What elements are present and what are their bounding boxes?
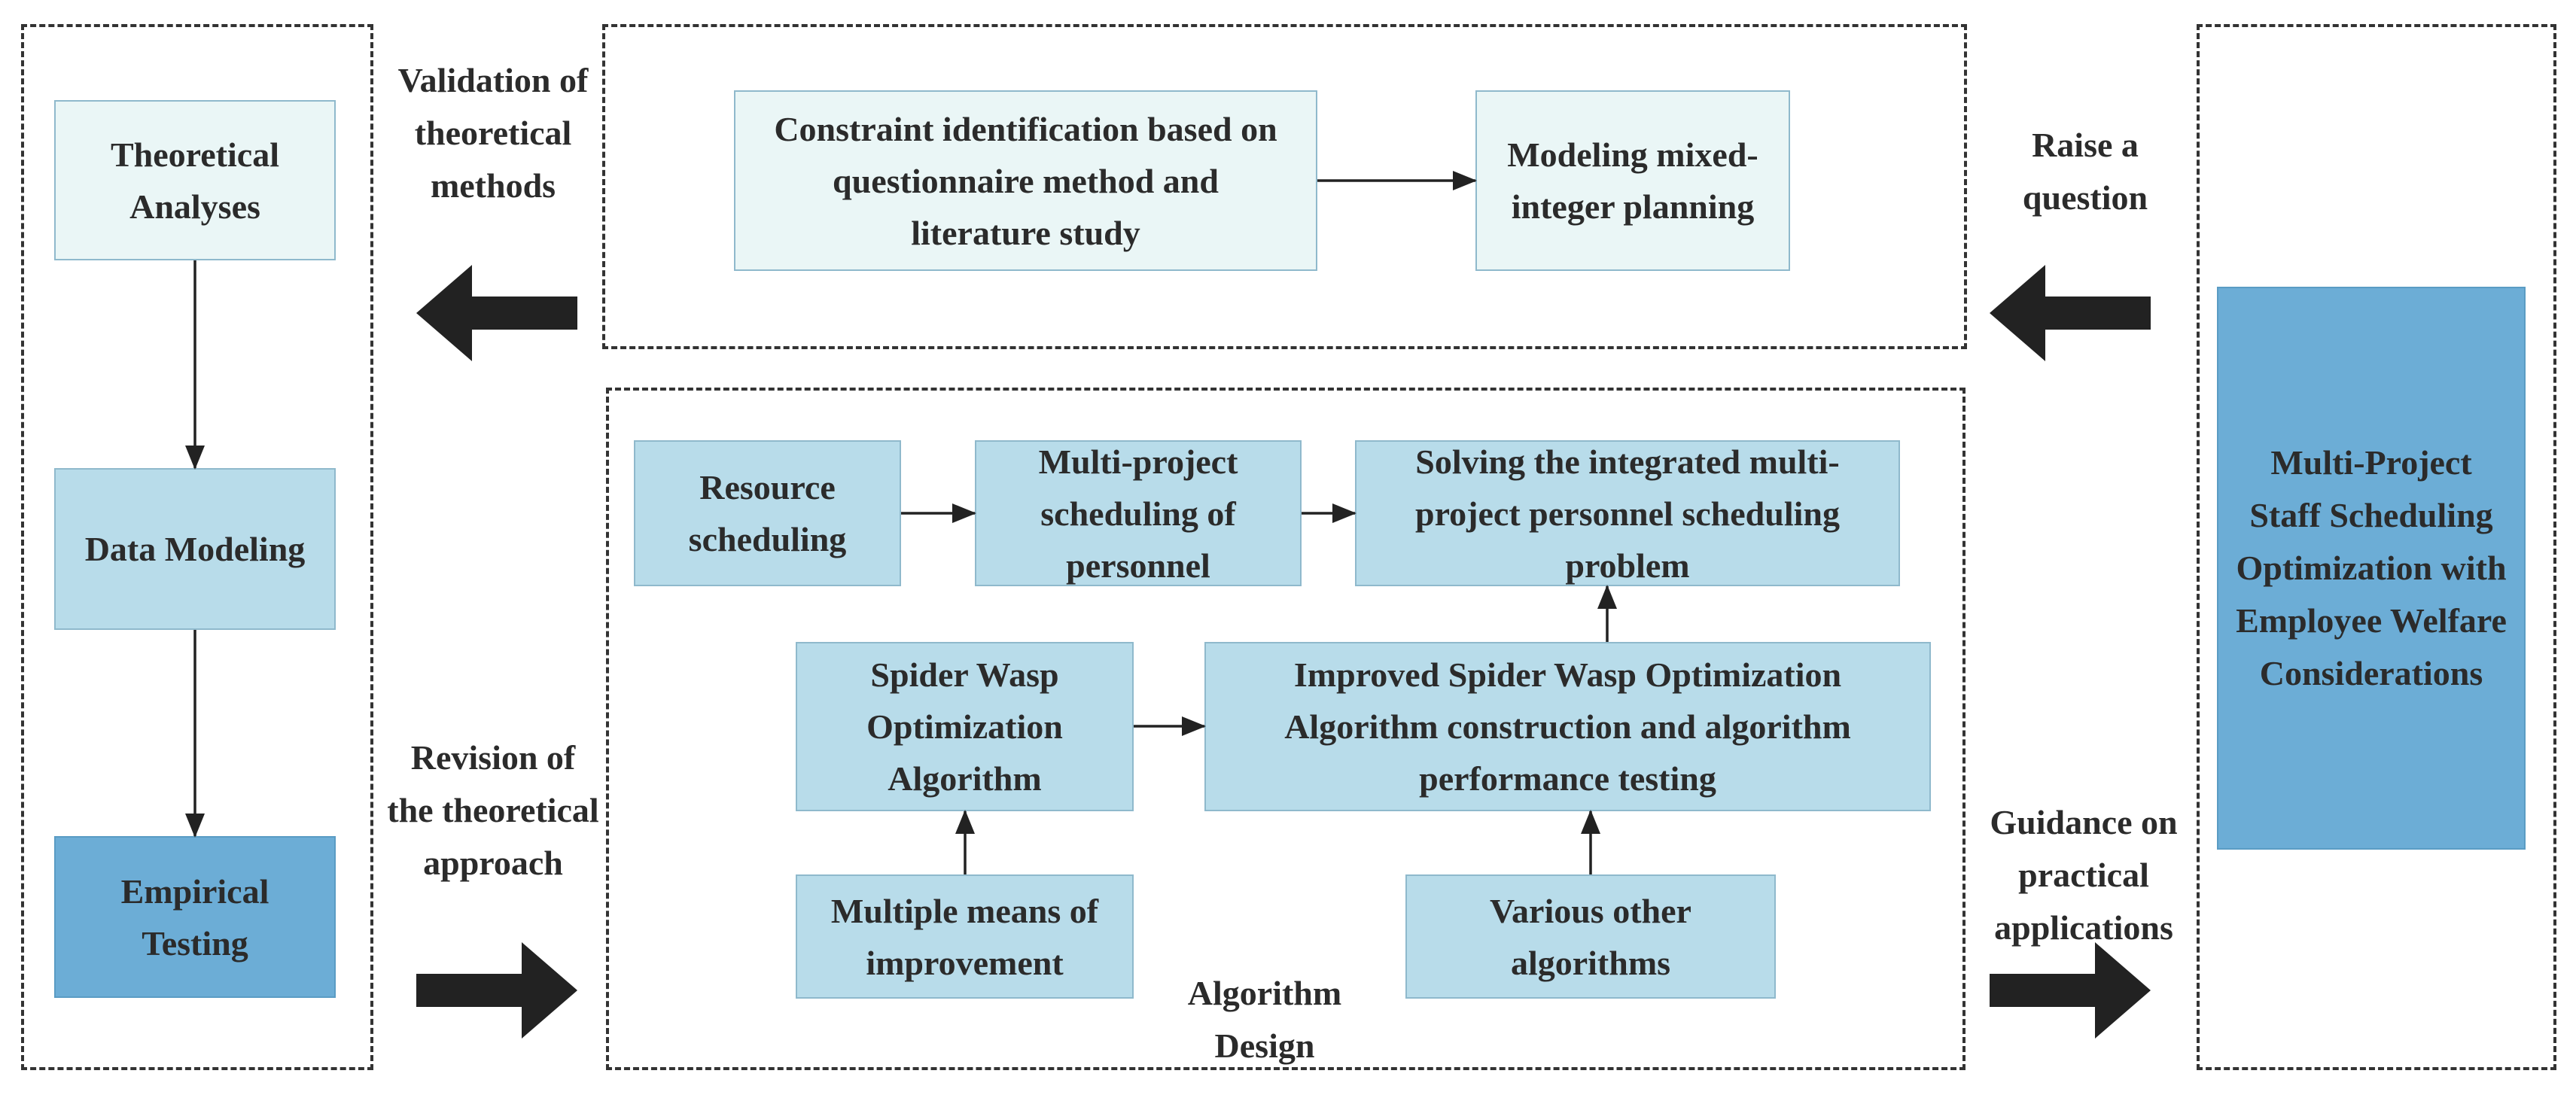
- revision-label: Revision of the theoretical approach: [387, 738, 599, 882]
- empirical-testing-box: Empirical Testing: [54, 836, 336, 998]
- various-algorithms-label: Various other algorithms: [1490, 891, 1691, 982]
- spider-wasp-box: Spider Wasp Optimization Algorithm: [796, 642, 1134, 811]
- improved-swo-box: Improved Spider Wasp Optimization Algori…: [1204, 642, 1931, 811]
- modeling-label: Modeling mixed-integer planning: [1507, 135, 1758, 226]
- solving-problem-box: Solving the integrated multi-project per…: [1355, 440, 1900, 586]
- multi-project-scheduling-box: Multi-project scheduling of personnel: [975, 440, 1302, 586]
- various-algorithms-box: Various other algorithms: [1405, 874, 1776, 999]
- improved-swo-label: Improved Spider Wasp Optimization Algori…: [1284, 655, 1851, 798]
- raise-question-big-arrow: [1990, 265, 2151, 361]
- modeling-box: Modeling mixed-integer planning: [1475, 90, 1790, 271]
- revision-big-arrow: [416, 942, 577, 1039]
- algorithm-panel: [606, 388, 1965, 1070]
- spider-wasp-label: Spider Wasp Optimization Algorithm: [866, 655, 1063, 798]
- empirical-testing-label: Empirical Testing: [120, 871, 269, 963]
- main-topic-box: Multi-Project Staff Scheduling Optimizat…: [2217, 287, 2526, 850]
- resource-scheduling-box: Resource scheduling: [634, 440, 901, 586]
- algorithm-design-caption: Algorithm Design: [1187, 974, 1342, 1065]
- multiple-means-label: Multiple means of improvement: [830, 891, 1099, 982]
- validation-label: Validation of theoretical methods: [397, 61, 589, 205]
- top-panel: [602, 24, 1967, 349]
- right-panel: [2197, 24, 2556, 1070]
- main-topic-label: Multi-Project Staff Scheduling Optimizat…: [2236, 443, 2507, 692]
- theoretical-analyses-label: Theoretical Analyses: [111, 135, 279, 226]
- multi-project-scheduling-label: Multi-project scheduling of personnel: [1038, 442, 1238, 585]
- constraint-identification-box: Constraint identification based on quest…: [734, 90, 1317, 271]
- guidance-label: Guidance on practical applications: [1990, 803, 2178, 947]
- validation-big-arrow: [416, 265, 577, 361]
- data-modeling-box: Data Modeling: [54, 468, 336, 630]
- resource-scheduling-label: Resource scheduling: [688, 468, 847, 558]
- left-panel: [21, 24, 373, 1070]
- multiple-means-box: Multiple means of improvement: [796, 874, 1134, 999]
- theoretical-analyses-box: Theoretical Analyses: [54, 100, 336, 260]
- raise-question-label: Raise a question: [2022, 126, 2148, 217]
- guidance-big-arrow: [1990, 942, 2151, 1039]
- data-modeling-label: Data Modeling: [84, 530, 306, 568]
- solving-problem-label: Solving the integrated multi-project per…: [1415, 442, 1840, 585]
- constraint-identification-label: Constraint identification based on quest…: [774, 109, 1277, 252]
